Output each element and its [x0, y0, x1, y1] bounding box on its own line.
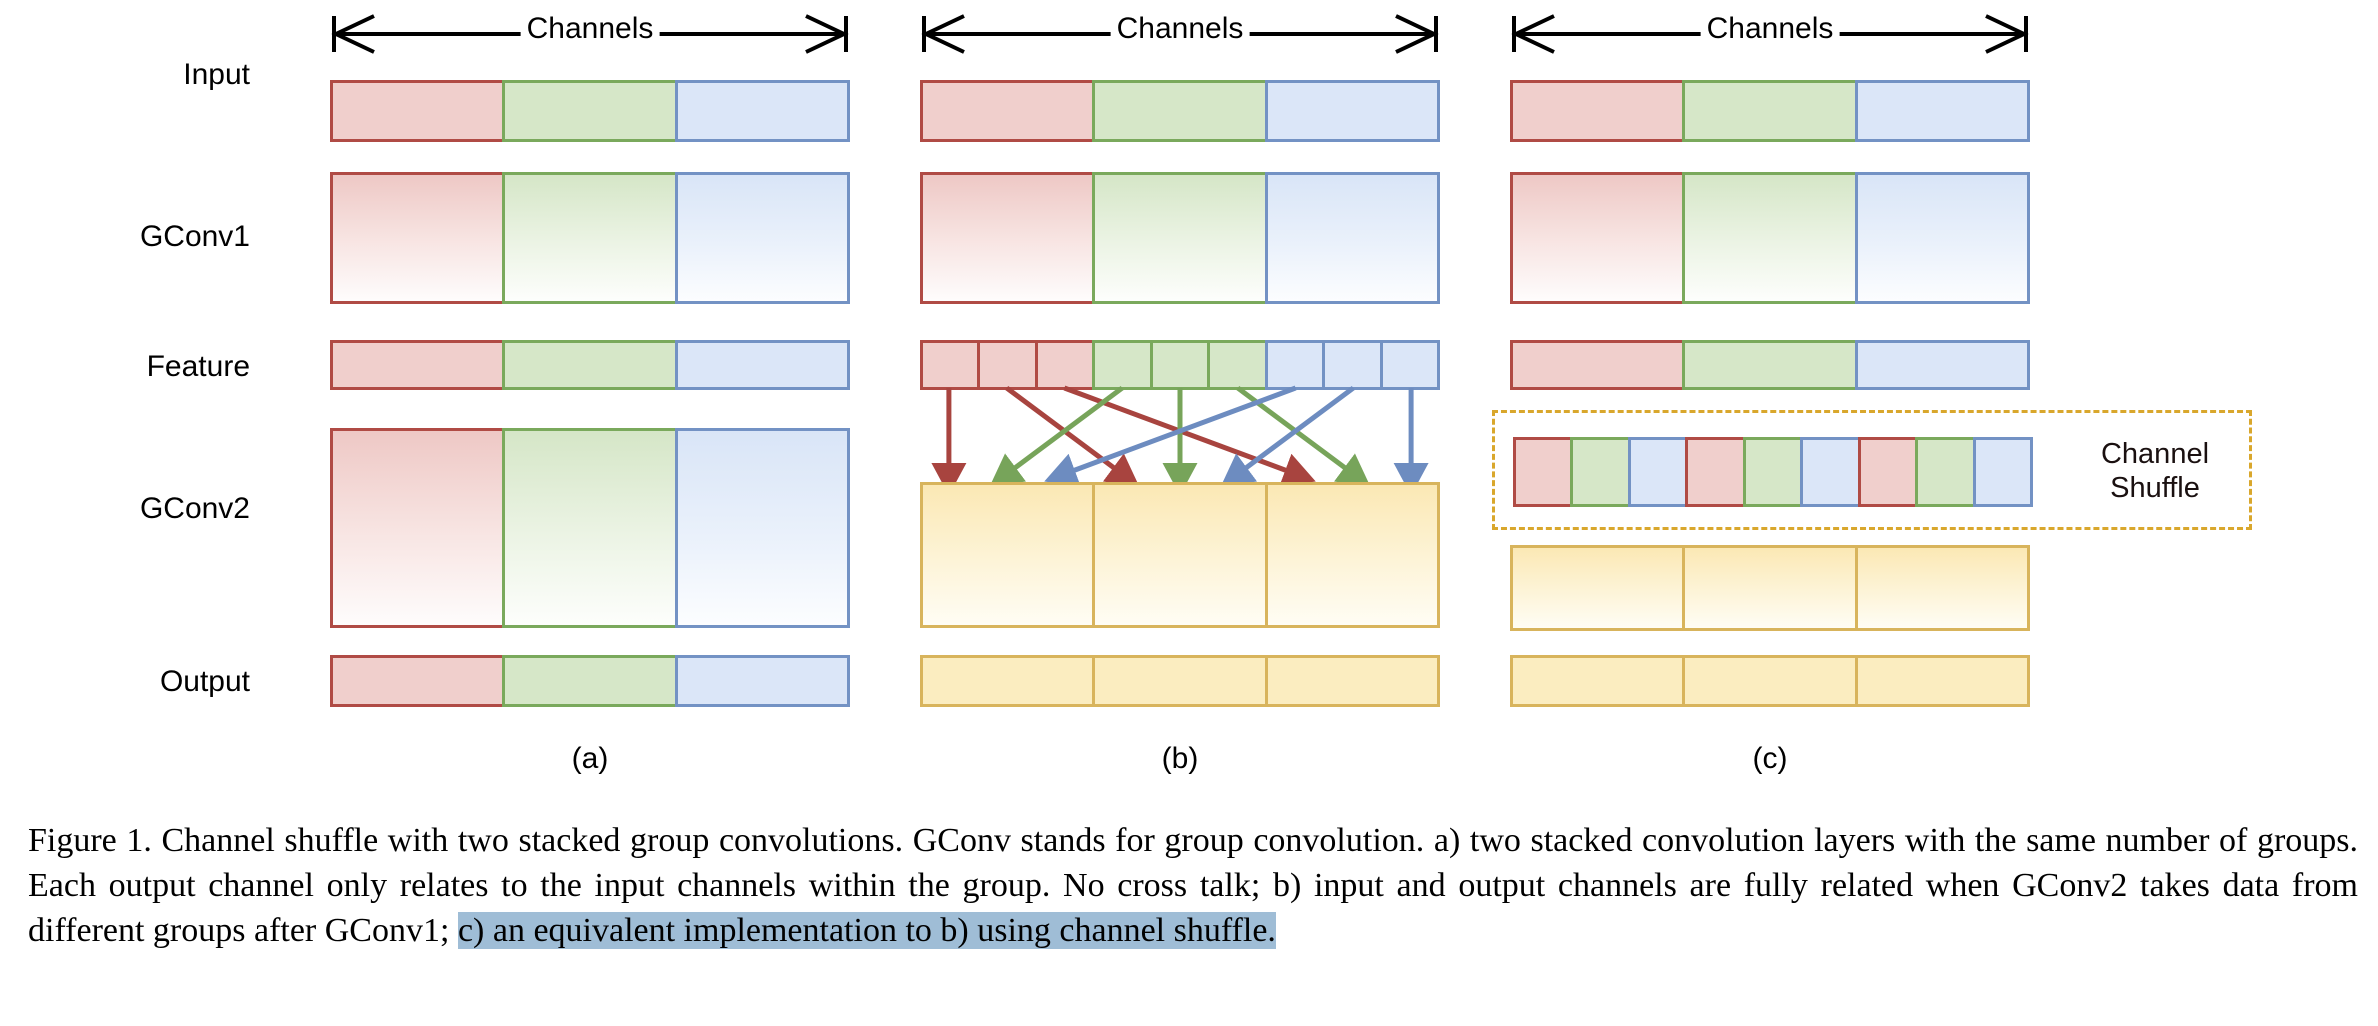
- segment-yellow: [920, 655, 1096, 707]
- channel-shuffle-label-line2: Shuffle: [2110, 472, 2200, 504]
- channel-shuffle-label: Channel Shuffle: [2065, 437, 2245, 505]
- channels-axis-c: Channels: [1510, 12, 2030, 58]
- figure-caption-text: Figure 1. Channel shuffle with two stack…: [28, 822, 2358, 949]
- panel-c-row-feature: [1510, 340, 2030, 390]
- segment-blue: [1854, 80, 2030, 142]
- panel-b-row-output: [920, 655, 1440, 707]
- segment-red: [330, 655, 506, 707]
- shuffle-cell: [1915, 437, 1976, 507]
- figure-caption: Figure 1. Channel shuffle with two stack…: [28, 818, 2358, 953]
- panel-c-row-shuffle: [1513, 437, 2033, 507]
- segment-red: [920, 172, 1096, 304]
- segment-blue: [674, 340, 850, 390]
- feature-cell: [1149, 340, 1211, 390]
- segment-yellow: [1264, 655, 1440, 707]
- segment-red: [1510, 340, 1686, 390]
- shuffle-cell: [1742, 437, 1804, 507]
- row-label-feature: Feature: [146, 350, 250, 383]
- segment-blue: [674, 428, 850, 628]
- segment-blue: [674, 80, 850, 142]
- segment-red: [330, 340, 506, 390]
- segment-yellow: [1092, 482, 1268, 628]
- segment-green: [1092, 172, 1268, 304]
- segment-yellow: [1854, 545, 2030, 631]
- feature-cell: [1207, 340, 1268, 390]
- segment-yellow: [1854, 655, 2030, 707]
- panel-a-row-gconv1: [330, 172, 850, 304]
- panel-c-row-gconv2: [1510, 545, 2030, 631]
- panel-caption-a: (a): [571, 742, 609, 775]
- channels-label-a: Channels: [520, 12, 660, 46]
- shuffle-cell: [1685, 437, 1746, 507]
- segment-red: [330, 80, 506, 142]
- panel-b-shuffle-arrows: [920, 385, 1440, 496]
- shuffle-cell: [1972, 437, 2033, 507]
- segment-red: [1510, 172, 1686, 304]
- panel-b-row-gconv2: [920, 482, 1440, 628]
- channels-label-b: Channels: [1110, 12, 1250, 46]
- shuffle-cell: [1800, 437, 1861, 507]
- feature-cell: [1379, 340, 1440, 390]
- row-label-output: Output: [159, 665, 250, 698]
- row-label-input: Input: [183, 58, 250, 91]
- segment-yellow: [1510, 545, 1686, 631]
- segment-blue: [1854, 172, 2030, 304]
- segment-green: [502, 80, 678, 142]
- shuffle-cell: [1627, 437, 1689, 507]
- panel-c-row-output: [1510, 655, 2030, 707]
- segment-yellow: [1264, 482, 1440, 628]
- segment-green: [1682, 340, 1858, 390]
- panel-a-row-feature: [330, 340, 850, 390]
- panel-caption-b: (b): [1161, 742, 1199, 775]
- feature-cell: [1092, 340, 1153, 390]
- panel-b-row-input: [920, 80, 1440, 142]
- figure-caption-highlight: c) an equivalent implementation to b) us…: [457, 912, 1276, 949]
- channel-shuffle-box: Channel Shuffle: [1492, 410, 2252, 530]
- channels-axis-b: Channels: [920, 12, 1440, 58]
- segment-green: [1682, 80, 1858, 142]
- feature-cell: [920, 340, 981, 390]
- panel-b-row-gconv1: [920, 172, 1440, 304]
- shuffle-cell: [1513, 437, 1574, 507]
- segment-green: [502, 172, 678, 304]
- panel-a-row-output: [330, 655, 850, 707]
- feature-cell: [977, 340, 1038, 390]
- panel-c-row-input: [1510, 80, 2030, 142]
- segment-green: [1682, 172, 1858, 304]
- row-label-gconv2: GConv2: [139, 492, 250, 525]
- channels-label-c: Channels: [1700, 12, 1840, 46]
- panel-b-row-feature: [920, 340, 1440, 390]
- segment-green: [502, 340, 678, 390]
- panel-caption-c: (c): [1752, 742, 1788, 775]
- segment-blue: [1854, 340, 2030, 390]
- feature-cell: [1264, 340, 1326, 390]
- channels-axis-a: Channels: [330, 12, 850, 58]
- feature-cell: [1322, 340, 1383, 390]
- segment-red: [330, 172, 506, 304]
- segment-blue: [674, 655, 850, 707]
- panel-a-row-input: [330, 80, 850, 142]
- segment-blue: [674, 172, 850, 304]
- channel-shuffle-label-line1: Channel: [2100, 438, 2210, 470]
- segment-blue: [1264, 172, 1440, 304]
- segment-red: [330, 428, 506, 628]
- segment-yellow: [920, 482, 1096, 628]
- shuffle-cell: [1570, 437, 1631, 507]
- panel-c-row-gconv1: [1510, 172, 2030, 304]
- feature-cell: [1034, 340, 1096, 390]
- row-label-gconv1: GConv1: [139, 220, 250, 253]
- shuffle-cell: [1857, 437, 1919, 507]
- segment-red: [1510, 80, 1686, 142]
- segment-green: [502, 428, 678, 628]
- segment-yellow: [1092, 655, 1268, 707]
- segment-yellow: [1510, 655, 1686, 707]
- segment-green: [502, 655, 678, 707]
- panel-a-row-gconv2: [330, 428, 850, 628]
- segment-yellow: [1682, 545, 1858, 631]
- segment-yellow: [1682, 655, 1858, 707]
- segment-blue: [1264, 80, 1440, 142]
- segment-green: [1092, 80, 1268, 142]
- segment-red: [920, 80, 1096, 142]
